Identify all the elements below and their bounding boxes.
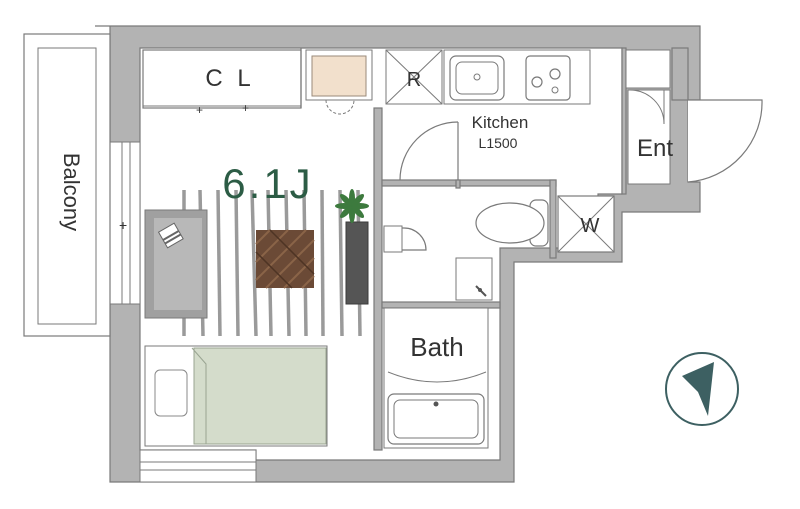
bathroom: Bath: [383, 307, 489, 449]
kitchen-size-label: L1500: [479, 135, 518, 151]
svg-text:+: +: [242, 101, 249, 115]
living-size-label: 6.1J: [222, 160, 313, 207]
entrance: Ent: [625, 49, 763, 185]
plant-icon: [335, 189, 369, 223]
svg-text:+: +: [196, 103, 203, 117]
fridge-label: R: [407, 69, 421, 91]
balcony-label: Balcony: [59, 153, 84, 231]
bottom-window: [139, 449, 257, 483]
kitchen: R Kitchen L1500: [385, 49, 591, 151]
entrance-label: Ent: [637, 135, 673, 162]
toilet-bowl: [475, 202, 545, 244]
closet-label: C L: [205, 65, 254, 92]
pillow-icon: [154, 369, 188, 417]
bed: [144, 345, 328, 447]
compass-north-arrow-icon: [682, 362, 714, 416]
toilet-room: W: [383, 195, 615, 301]
front-door: [687, 99, 763, 183]
balcony-window: [109, 141, 141, 305]
kitchen-label: Kitchen: [472, 113, 529, 132]
cushion-icon: [157, 222, 184, 249]
svg-text:+: +: [119, 217, 127, 233]
partitions: [300, 47, 689, 451]
shelf: [305, 49, 373, 115]
coffee-table: [255, 229, 315, 289]
balcony: Balcony: [23, 33, 111, 337]
closet: C L + +: [142, 49, 302, 117]
washer-label: W: [581, 215, 600, 237]
tv-stand: [345, 221, 369, 305]
stove: [525, 55, 571, 101]
bath-label: Bath: [410, 332, 464, 362]
sofa: [144, 209, 208, 319]
compass: [665, 352, 739, 426]
living-room: 6.1J +: [119, 160, 369, 447]
